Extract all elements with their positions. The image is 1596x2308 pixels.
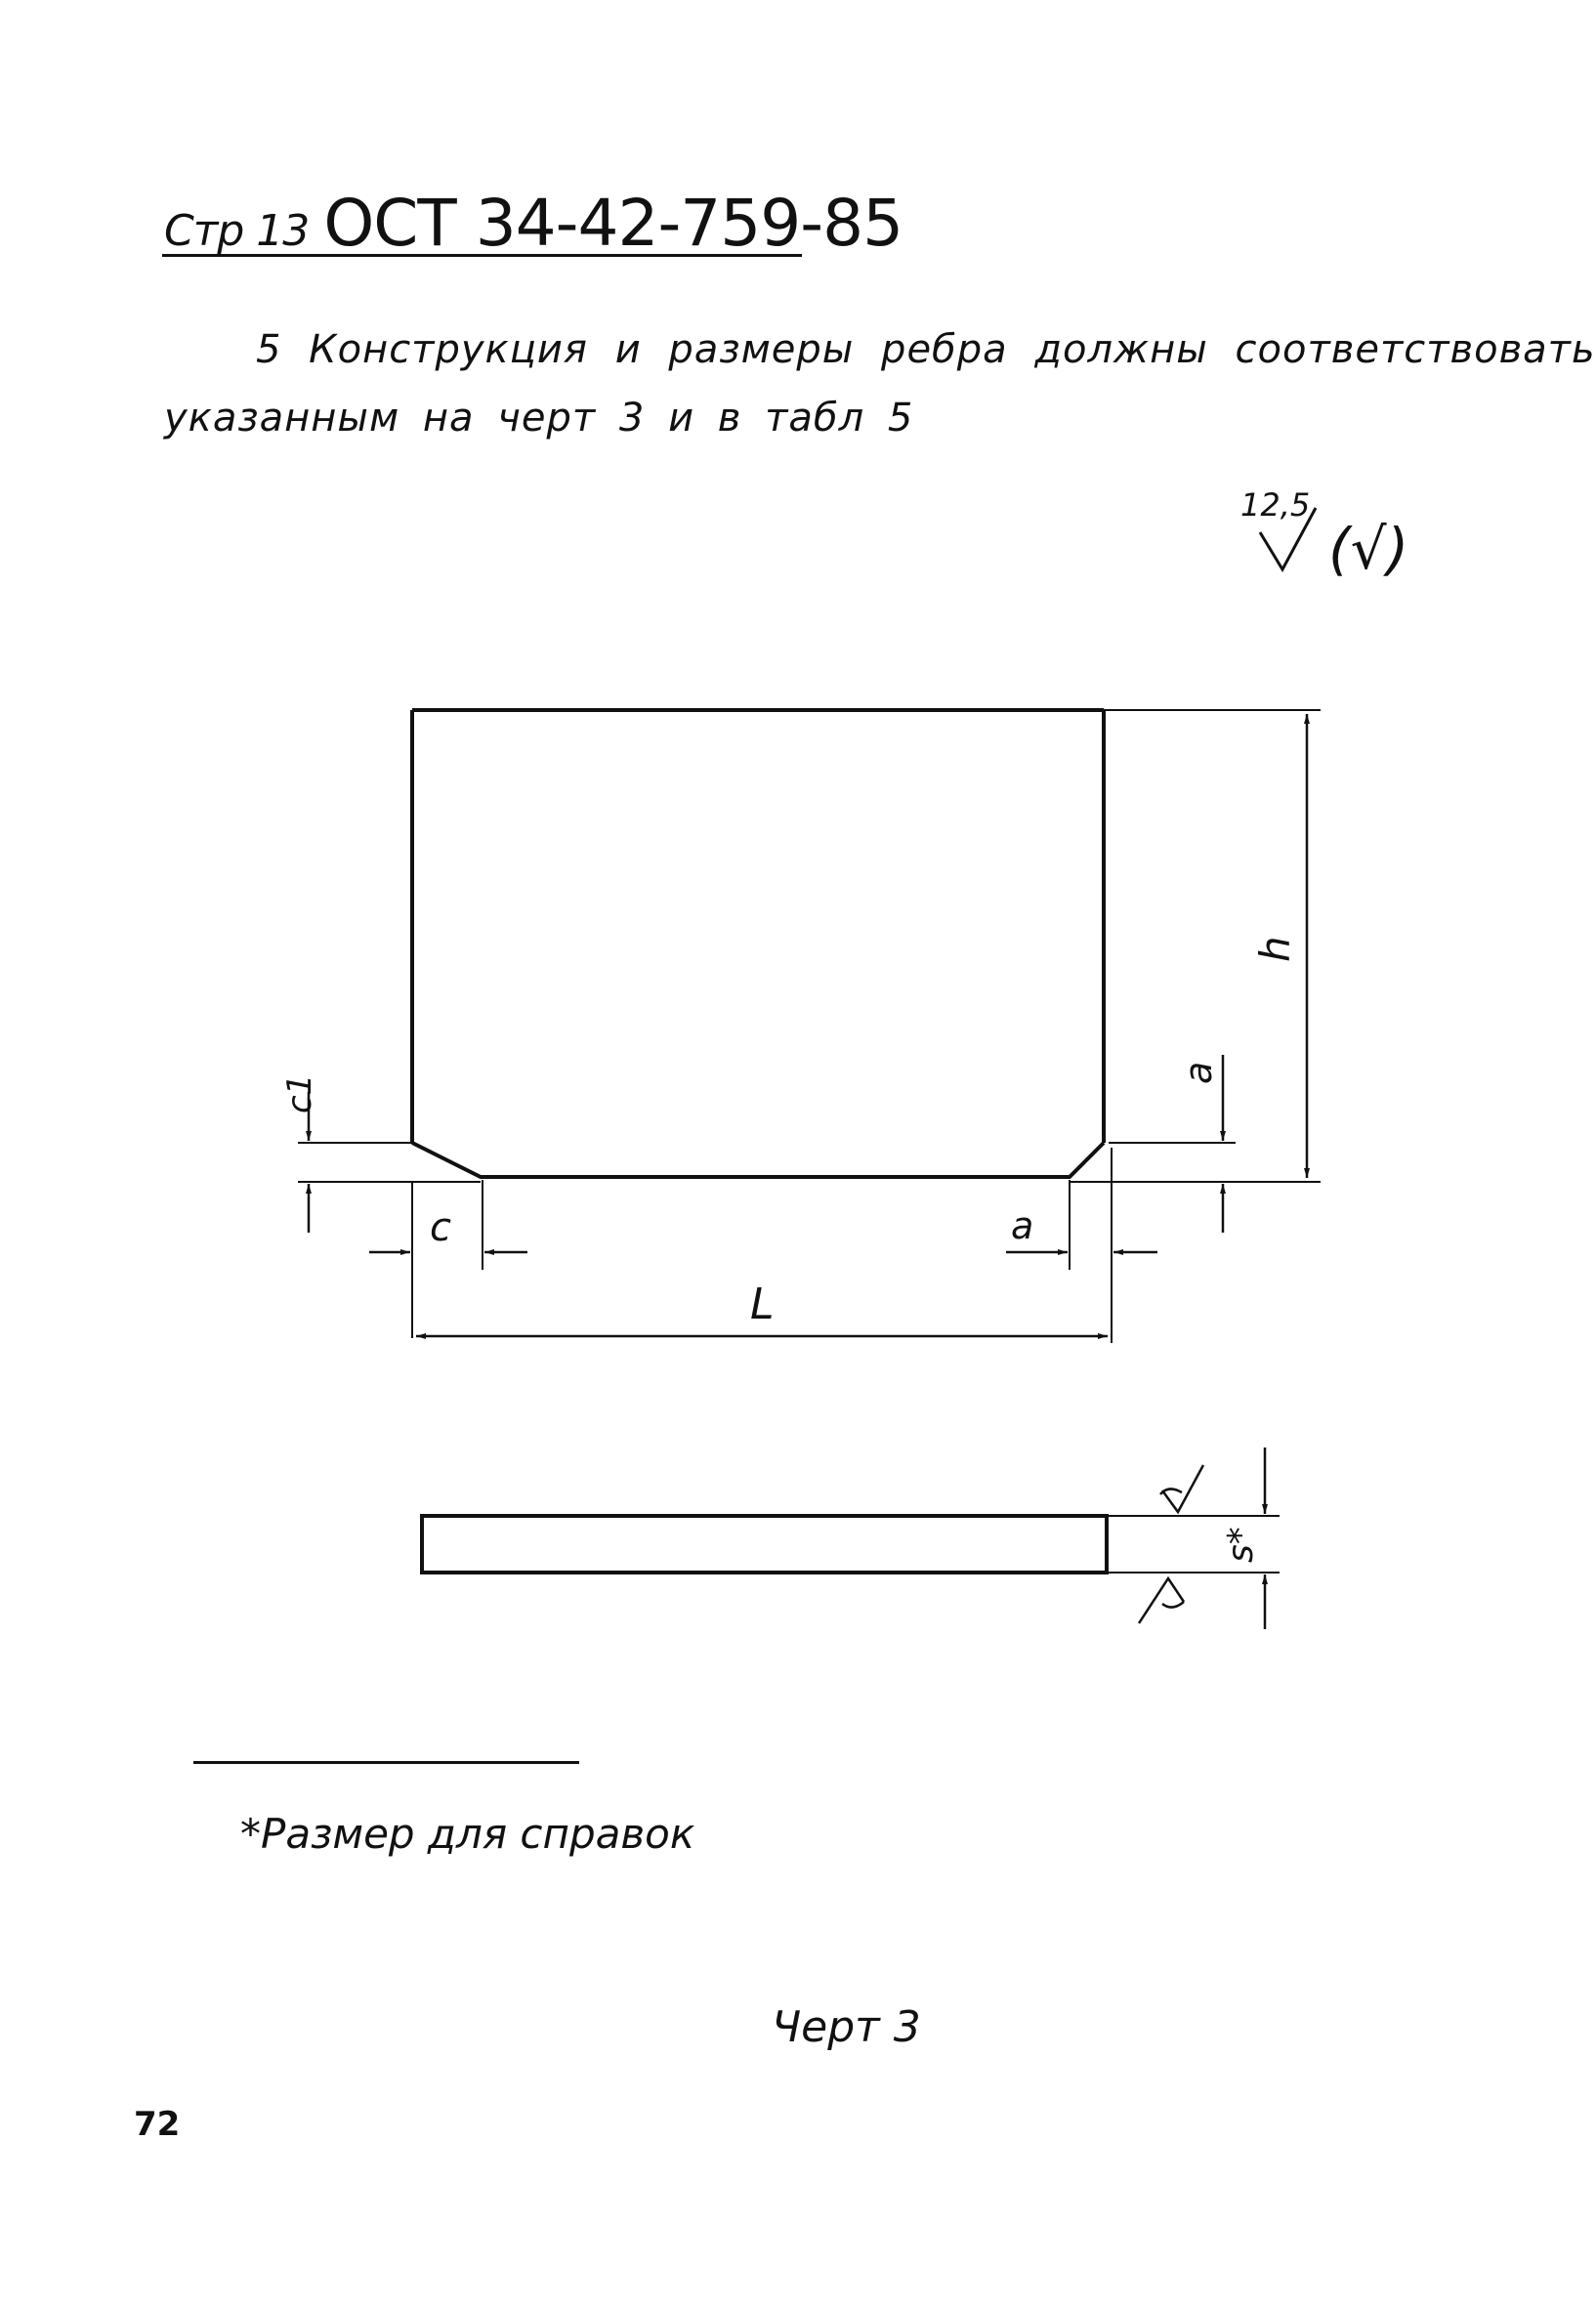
dimension-a-horizontal (1006, 1148, 1157, 1343)
dimension-label-a-right: a (1177, 1062, 1220, 1084)
drawing-caption: Черт 3 (772, 2002, 921, 2052)
paragraph-line-1: 5 Конструкция и размеры ребра должны соо… (256, 327, 1596, 372)
dimension-label-c1: c1 (280, 1074, 319, 1113)
dimension-a-vertical (1109, 1055, 1236, 1233)
dimension-label-L: L (750, 1280, 775, 1329)
dimension-label-s: s* (1221, 1527, 1261, 1563)
dimension-c1 (298, 1092, 481, 1233)
dimension-c (369, 1180, 527, 1338)
technical-drawing: 12,5 (√) h a c1 c (280, 486, 1408, 1629)
paragraph-line-2: указанным на черт 3 и в табл 5 (164, 396, 914, 441)
document-code: ОСТ 34-42-759-85 (323, 186, 903, 261)
header-underline (162, 254, 802, 257)
footnote: *Размер для справок (240, 1810, 695, 1858)
roughness-check-mark (1258, 507, 1318, 573)
surface-finish-marks (1137, 1464, 1205, 1624)
dimension-label-a-left: a (1011, 1204, 1033, 1247)
plate-front-view (410, 708, 1106, 1179)
plate-side-view (420, 1448, 1280, 1629)
document-header: Стр 13 ОСТ 34-42-759-85 (164, 186, 903, 261)
footnote-separator (193, 1761, 579, 1764)
page-number: 72 (134, 2105, 181, 2144)
roughness-symbol: 12,5 (√) (1240, 486, 1408, 582)
roughness-parenthesized-symbol: (√) (1328, 516, 1408, 582)
dimension-label-h: h (1251, 936, 1299, 962)
roughness-value: 12,5 (1240, 486, 1310, 524)
dimension-label-c: c (430, 1205, 451, 1250)
page-reference: Стр 13 (164, 206, 310, 256)
